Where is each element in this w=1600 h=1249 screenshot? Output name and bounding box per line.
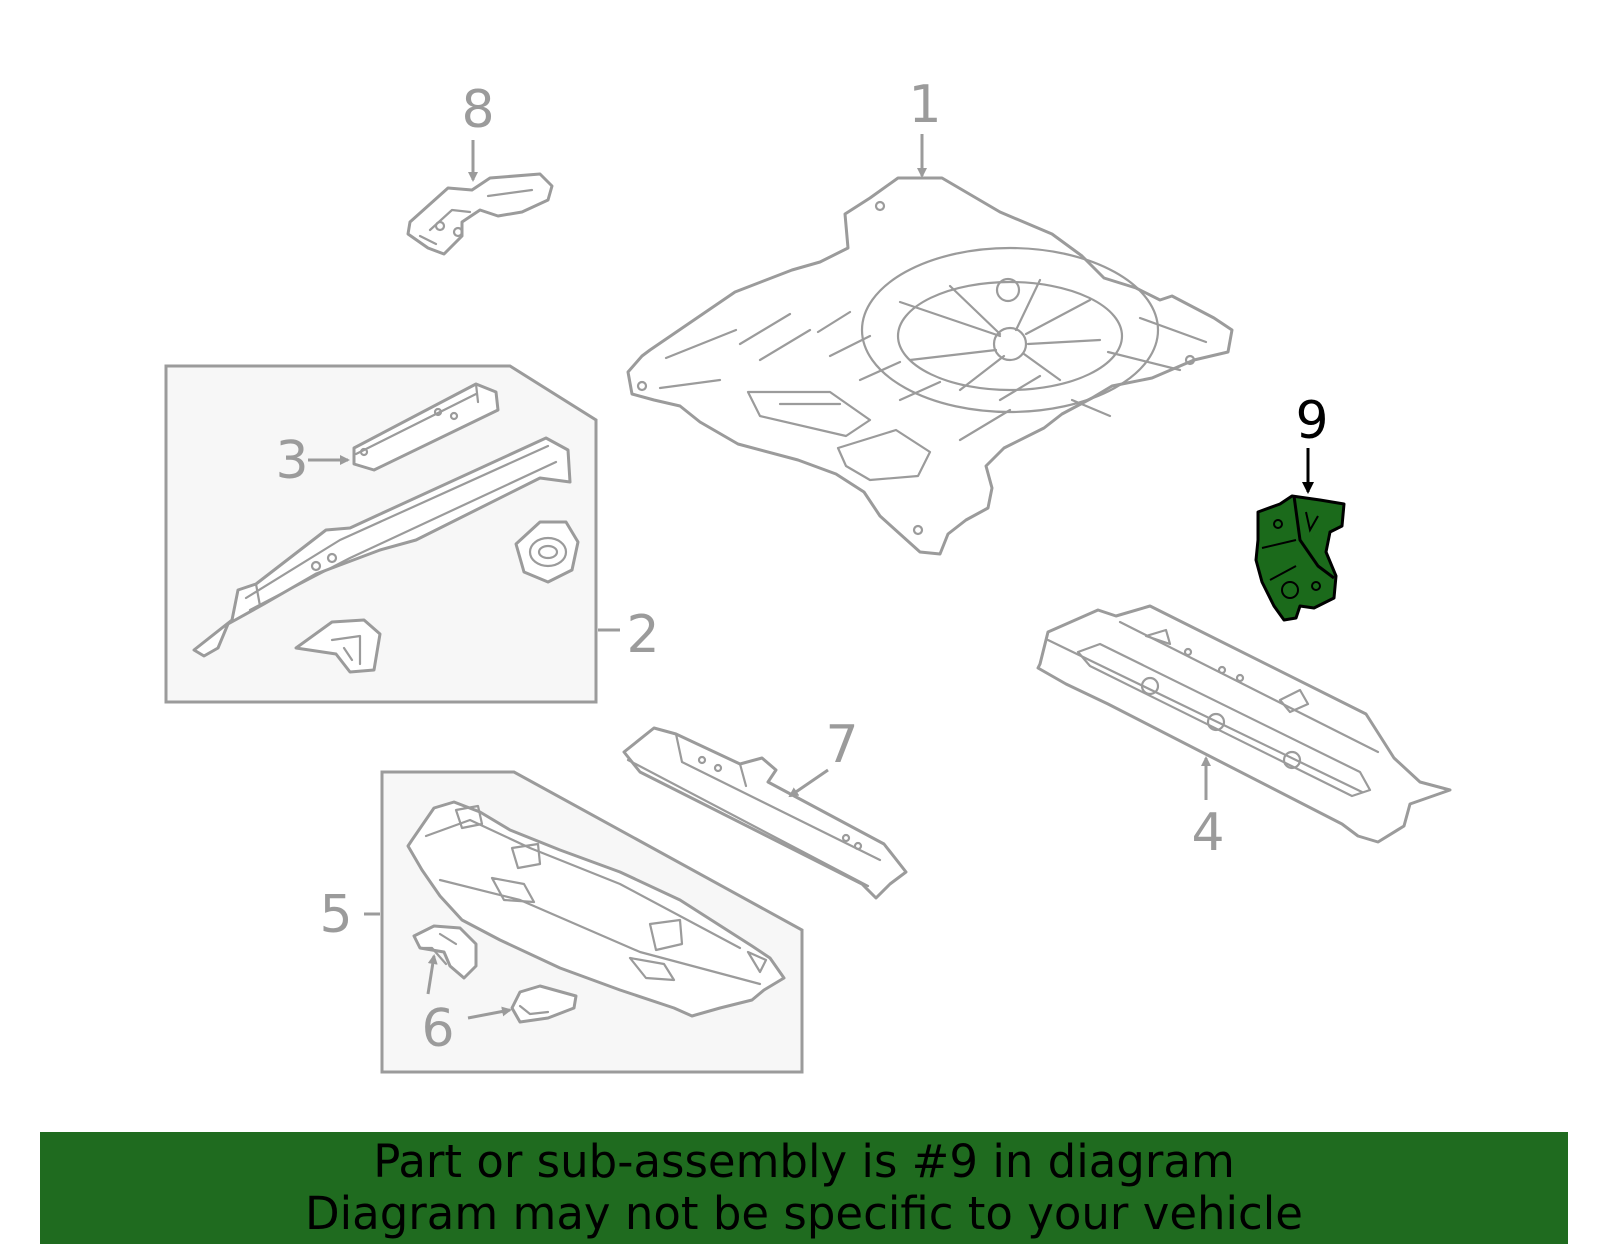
svg-text:3: 3 bbox=[275, 431, 308, 491]
part-7-rail[interactable] bbox=[622, 726, 908, 900]
info-banner: Part or sub-assembly is #9 in diagram Di… bbox=[40, 1132, 1568, 1244]
callout-8: 8 bbox=[461, 80, 495, 182]
callout-4: 4 bbox=[1191, 756, 1225, 863]
part-4-crossmember[interactable] bbox=[1036, 604, 1452, 844]
part-9-bracket-highlighted[interactable] bbox=[1254, 494, 1346, 622]
svg-text:9: 9 bbox=[1295, 391, 1328, 451]
banner-line-1: Part or sub-assembly is #9 in diagram bbox=[373, 1135, 1235, 1188]
part-2-rail[interactable] bbox=[192, 436, 580, 674]
svg-text:1: 1 bbox=[908, 75, 941, 135]
svg-text:5: 5 bbox=[319, 885, 352, 945]
svg-text:2: 2 bbox=[626, 605, 659, 665]
part-1-rear-floor-pan[interactable] bbox=[626, 176, 1234, 556]
part-3-reinforcement[interactable] bbox=[352, 382, 500, 472]
svg-text:6: 6 bbox=[421, 999, 454, 1059]
callout-2: 2 bbox=[598, 605, 660, 665]
svg-text:4: 4 bbox=[1191, 803, 1224, 863]
svg-text:7: 7 bbox=[825, 715, 858, 775]
callout-5: 5 bbox=[319, 885, 380, 945]
part-6-brackets[interactable] bbox=[412, 924, 578, 1024]
callout-1: 1 bbox=[908, 75, 942, 178]
svg-text:8: 8 bbox=[461, 80, 494, 140]
callout-6: 6 bbox=[421, 954, 512, 1059]
callout-7: 7 bbox=[788, 715, 859, 798]
part-5-panel[interactable] bbox=[406, 800, 786, 1018]
callout-9: 9 bbox=[1295, 391, 1329, 494]
banner-line-2: Diagram may not be specific to your vehi… bbox=[305, 1187, 1303, 1240]
callout-3: 3 bbox=[275, 431, 350, 491]
part-8-bracket[interactable] bbox=[406, 172, 554, 256]
